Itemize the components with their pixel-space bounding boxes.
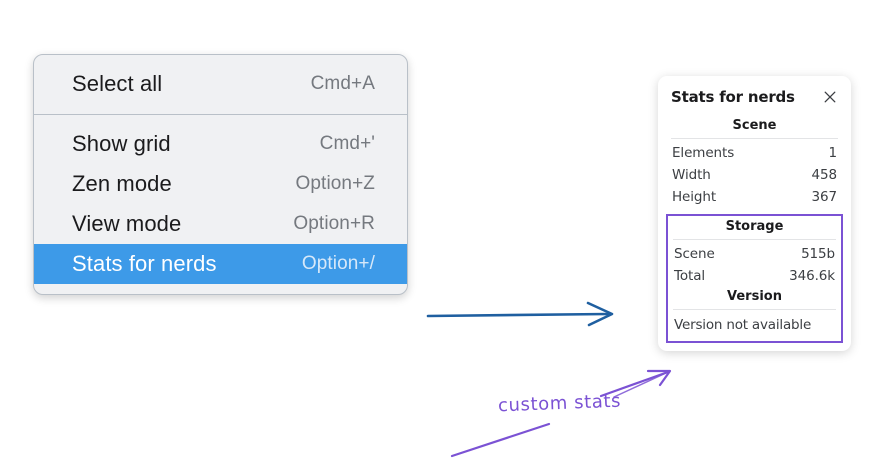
- menu-item-show-grid[interactable]: Show grid Cmd+': [34, 124, 407, 164]
- stat-row-height: Height 367: [671, 186, 838, 208]
- menu-item-shortcut: Option+Z: [295, 173, 375, 194]
- menu-item-shortcut: Option+R: [293, 213, 375, 234]
- section-storage: Storage Scene 515b Total 346.6k: [673, 217, 836, 287]
- menu-item-label: Show grid: [72, 131, 171, 156]
- stat-value: 515b: [801, 246, 835, 262]
- stat-value: 458: [811, 167, 838, 183]
- section-title-scene: Scene: [732, 118, 777, 133]
- menu-item-shortcut: Cmd+': [319, 133, 375, 154]
- close-icon[interactable]: [822, 89, 838, 105]
- section-version: Version Version not available: [673, 287, 836, 335]
- stat-key: Width: [672, 167, 711, 183]
- stat-key: Elements: [672, 145, 735, 161]
- menu-item-zen-mode[interactable]: Zen mode Option+Z: [34, 164, 407, 204]
- menu-item-shortcut: Option+/: [301, 253, 375, 274]
- custom-stats-highlight-box: Storage Scene 515b Total 346.6k Version …: [666, 214, 843, 343]
- panel-title: Stats for nerds: [671, 88, 795, 106]
- divider: [673, 239, 836, 240]
- panel-header: Stats for nerds: [671, 88, 838, 106]
- section-title-version: Version: [727, 289, 782, 304]
- version-text: Version not available: [674, 317, 812, 333]
- purple-tail-line: [450, 422, 551, 458]
- stat-value: 367: [811, 189, 838, 205]
- stat-row-width: Width 458: [671, 164, 838, 186]
- menu-group-2: Show grid Cmd+' Zen mode Option+Z View m…: [34, 114, 407, 294]
- stat-row-total: Total 346.6k: [673, 265, 836, 287]
- blue-arrow: [426, 301, 614, 327]
- menu-item-view-mode[interactable]: View mode Option+R: [34, 204, 407, 244]
- context-menu[interactable]: Select all Cmd+A Show grid Cmd+' Zen mod…: [33, 54, 408, 295]
- stat-value: 1: [828, 145, 838, 161]
- stat-key: Total: [674, 268, 706, 284]
- annotation-label-custom-stats: custom stats: [497, 390, 622, 417]
- section-scene: Scene Elements 1 Width 458 Height 367: [671, 116, 838, 208]
- divider: [673, 309, 836, 310]
- stat-key: Scene: [674, 246, 715, 262]
- divider: [671, 138, 838, 139]
- menu-item-shortcut: Cmd+A: [310, 73, 375, 94]
- stats-for-nerds-panel: Stats for nerds Scene Elements 1 Width 4…: [658, 76, 851, 351]
- stat-row-elements: Elements 1: [671, 142, 838, 164]
- menu-item-select-all[interactable]: Select all Cmd+A: [34, 64, 407, 104]
- menu-item-label: View mode: [72, 211, 182, 236]
- menu-item-label: Select all: [72, 71, 163, 96]
- menu-item-label: Stats for nerds: [72, 251, 217, 276]
- menu-group-1: Select all Cmd+A: [34, 55, 407, 114]
- menu-item-stats-for-nerds[interactable]: Stats for nerds Option+/: [34, 244, 407, 284]
- section-title-storage: Storage: [725, 219, 784, 234]
- stat-value: 346.6k: [789, 268, 835, 284]
- menu-item-label: Zen mode: [72, 171, 172, 196]
- stat-key: Height: [672, 189, 717, 205]
- stat-row-scene: Scene 515b: [673, 243, 836, 265]
